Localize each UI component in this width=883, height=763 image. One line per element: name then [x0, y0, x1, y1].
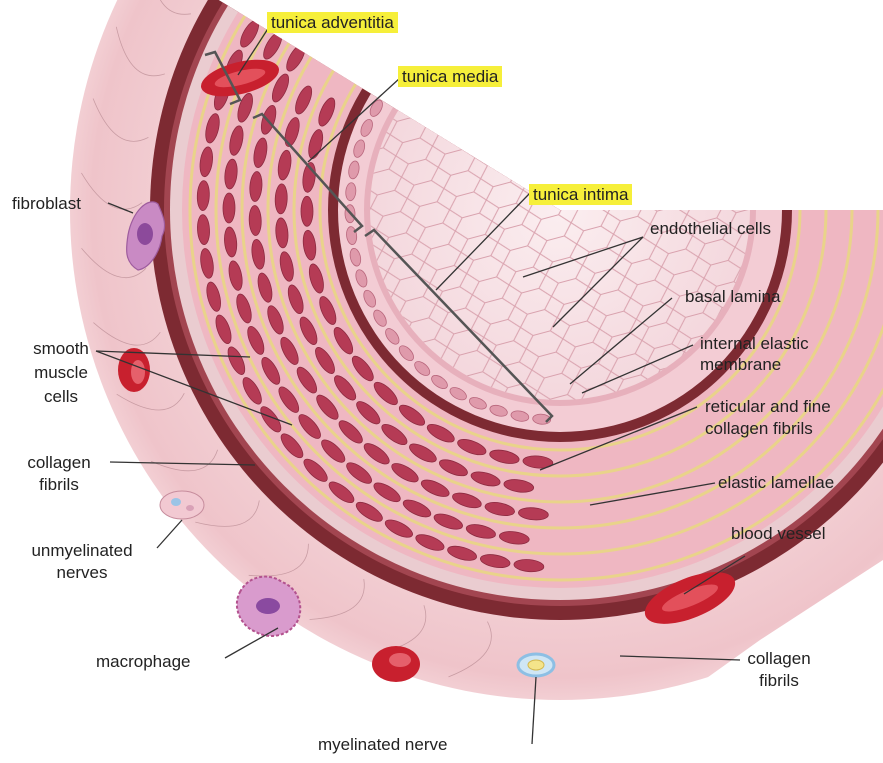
label-collagen-right-line2: fibrils	[744, 670, 814, 691]
label-myelinated-nerve: myelinated nerve	[318, 734, 447, 755]
label-reticular-line1: reticular and fine	[705, 396, 831, 417]
label-elastic-lamellae: elastic lamellae	[718, 472, 834, 493]
label-smooth-line3: cells	[26, 386, 96, 407]
label-unmyelinated-line2: nerves	[12, 562, 152, 583]
label-smooth-line2: muscle	[26, 362, 96, 383]
intima-cell	[525, 0, 544, 8]
intima-cell	[547, 0, 565, 5]
label-tunica-adventitia: tunica adventitia	[267, 12, 398, 33]
label-basal-lamina: basal lamina	[685, 286, 780, 307]
intima-cell	[590, 0, 610, 11]
label-fibroblast: fibroblast	[12, 193, 81, 214]
label-tunica-media: tunica media	[398, 66, 502, 87]
smooth-muscle-cell	[301, 196, 313, 226]
intima-cell	[569, 0, 588, 7]
label-internal-elastic-line2: membrane	[700, 354, 781, 375]
label-collagen-left-line2: fibrils	[14, 474, 104, 495]
intima-cell	[423, 33, 443, 52]
label-endothelial-cells: endothelial cells	[650, 218, 771, 239]
myelinated-nerve-cell	[518, 654, 554, 676]
intima-cell	[503, 0, 523, 12]
intima-cell	[442, 21, 463, 39]
unmyelinated-nerve-cell	[160, 491, 204, 519]
intima-cell	[407, 47, 427, 67]
intima-cell	[481, 4, 501, 19]
label-macrophage: macrophage	[96, 651, 191, 672]
label-blood-vessel: blood vessel	[731, 523, 826, 544]
blood-vessel-bottom	[372, 646, 420, 682]
intima-cell	[652, 18, 673, 35]
label-tunica-intima: tunica intima	[529, 184, 632, 205]
label-reticular-line2: collagen fibrils	[705, 418, 813, 439]
label-smooth-line1: smooth	[26, 338, 96, 359]
label-internal-elastic-line1: internal elastic	[700, 333, 809, 354]
label-collagen-left-line1: collagen	[14, 452, 104, 473]
intima-cell	[632, 9, 652, 25]
intima-cell	[611, 2, 631, 17]
label-unmyelinated-line1: unmyelinated	[12, 540, 152, 561]
smooth-muscle-cell	[223, 193, 235, 223]
intima-cell	[461, 11, 482, 28]
label-collagen-right-line1: collagen	[744, 648, 814, 669]
